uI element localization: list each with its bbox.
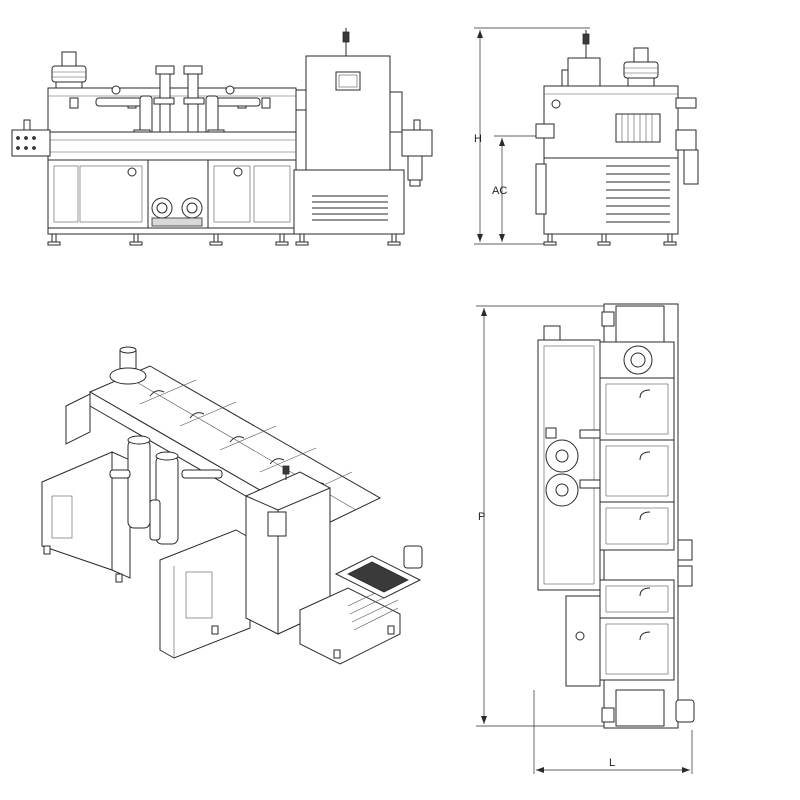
top-pumps [545,427,601,507]
dimension-height: H [474,27,590,245]
front-view [11,28,433,246]
front-pumps [147,159,209,229]
dimension-depth: P [476,305,604,727]
front-control-cabinet [293,28,405,246]
front-fan-motor [51,51,87,89]
top-modules [599,341,675,681]
side-fan-motor [623,47,659,87]
side-product-window [615,113,661,143]
side-vent-slots [606,165,670,223]
dimension-label-ac: AC [492,185,507,197]
front-right-conveyor-head [401,119,433,187]
dimension-label-h: H [474,133,482,145]
iso-fan-motor [109,346,147,385]
iso-legs [43,545,395,659]
top-view: P L [476,303,695,774]
side-legs [543,233,677,246]
side-valves [535,97,699,185]
dimension-label-p: P [478,511,485,523]
iso-dryer-lower [299,587,401,665]
iso-filter-towers [109,435,223,545]
top-right-valves [675,539,695,723]
front-hood [47,87,297,133]
isometric-view [41,346,423,665]
front-left-conveyor-head [11,119,51,157]
front-conveyor-band [47,131,297,161]
front-control-screen [335,71,361,91]
front-vent-slots [312,195,388,221]
dimension-label-l: L [609,757,615,769]
side-lower-section [543,157,679,235]
iso-left-conveyor-head [65,393,91,445]
iso-center-cabinet [159,529,251,659]
front-legs [47,233,289,246]
front-base-rail [47,227,297,235]
dimension-width: L [533,690,693,774]
iso-control-screen [267,511,287,537]
top-control-cabinet [565,595,601,687]
iso-left-cabinet [41,451,113,571]
side-view: H AC [474,27,699,246]
